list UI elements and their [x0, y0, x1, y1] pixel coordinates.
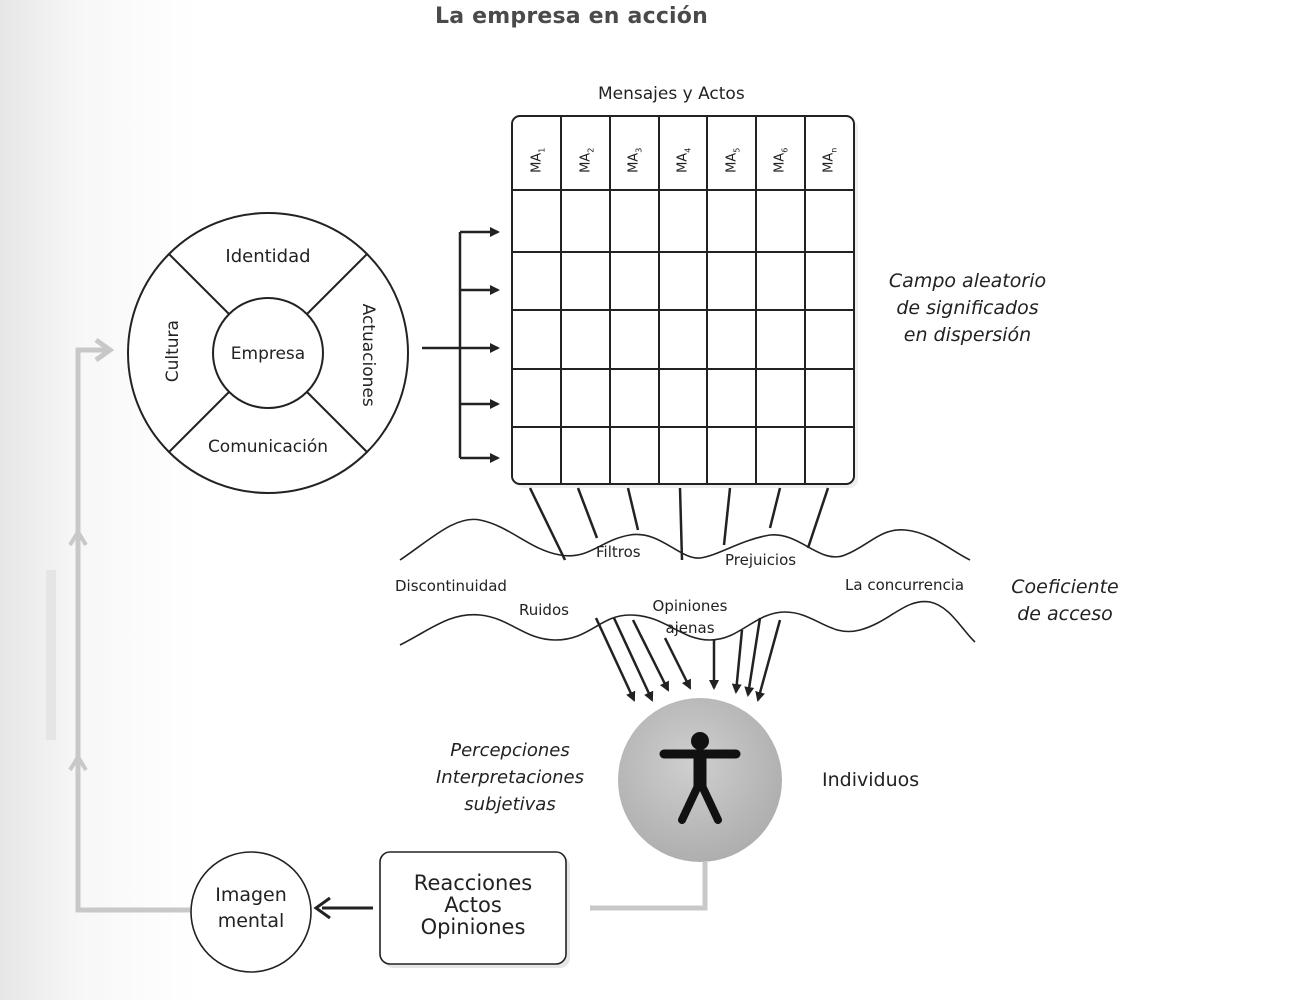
matrix-title: Mensajes y Actos: [598, 84, 745, 104]
matrix-column-header: MA1: [529, 147, 547, 173]
random-field-label: Campo aleatorio de significados en dispe…: [888, 270, 1047, 346]
individuals-label: Individuos: [822, 769, 920, 791]
actions-label: Actuaciones: [358, 303, 379, 407]
arrow-head-icon: [313, 896, 331, 920]
communication-label: Comunicación: [207, 437, 329, 457]
reactions-box: [379, 851, 570, 968]
access-coefficient-label: Coeficiente de acceso: [1011, 576, 1119, 625]
message-matrix: [511, 115, 858, 488]
access-barrier: [399, 518, 976, 646]
matrix-column-header: MA2: [578, 147, 596, 173]
identity-label: Identidad: [225, 246, 311, 267]
person-icon: [659, 732, 741, 824]
perception-arrows: [594, 617, 782, 702]
matrix-column-header: MAn: [821, 147, 839, 173]
company-label: Empresa: [230, 344, 306, 364]
culture-label: Cultura: [162, 320, 183, 383]
page-title: La empresa en acción: [435, 4, 708, 29]
discontinuity-label: Discontinuidad: [395, 577, 507, 595]
matrix-column-header: MA6: [772, 147, 790, 173]
company-circle: [127, 212, 409, 494]
prejudices-label: Prejuicios: [725, 551, 797, 569]
matrix-column-header: MA4: [675, 147, 693, 173]
mental-image-circle: [190, 851, 312, 973]
filters-label: Filtros: [596, 543, 641, 561]
matrix-column-header: MA3: [626, 147, 644, 173]
individual-circle: [618, 698, 782, 862]
feedback-loop: [46, 337, 708, 913]
distribution-arrows: [422, 227, 500, 463]
perceptions-label: Percepciones Interpretaciones subjetivas: [435, 740, 584, 815]
competition-label: La concurrencia: [845, 576, 965, 594]
mental-image-label: Imagen mental: [215, 884, 287, 932]
opinions-label: Opiniones ajenas: [652, 597, 728, 637]
reactions-label: Reacciones Actos Opiniones: [413, 871, 533, 939]
noise-label: Ruidos: [519, 601, 569, 619]
matrix-column-header: MA5: [724, 147, 742, 173]
matrix-output-lines: [528, 487, 830, 561]
